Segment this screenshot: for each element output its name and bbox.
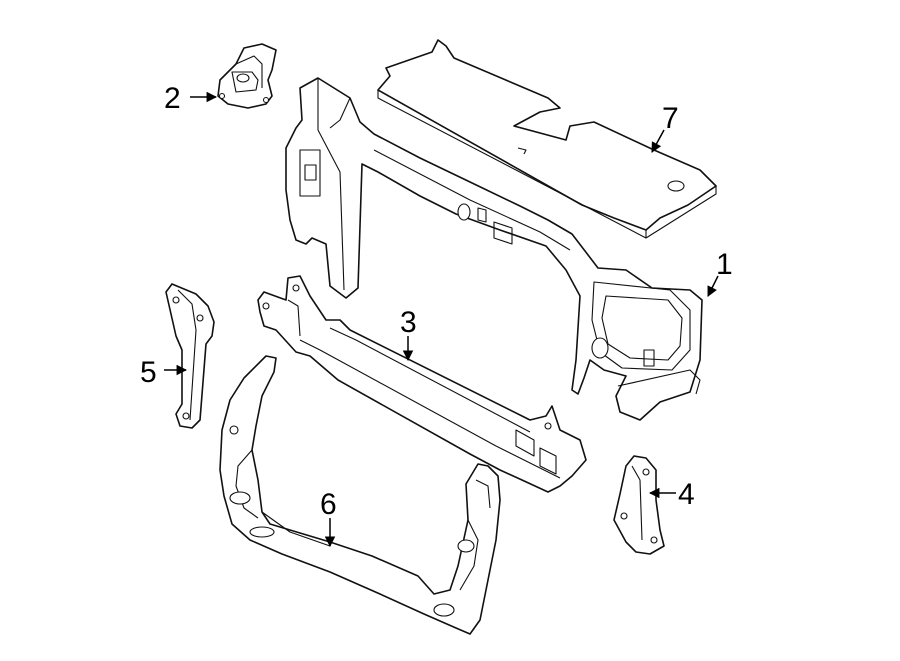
leader-line-1: [707, 275, 719, 297]
upper-mount-bracket: [217, 43, 277, 109]
callout-7: 7: [662, 102, 679, 135]
callout-6: 6: [320, 488, 337, 521]
callout-1: 1: [716, 248, 733, 281]
lower-support-frame: [219, 355, 501, 635]
right-side-bracket: [613, 455, 665, 555]
left-side-bracket: [165, 283, 215, 429]
air-deflector-panel: [377, 39, 717, 239]
callout-5: 5: [140, 356, 157, 389]
lower-tie-bar: [257, 275, 587, 493]
leader-line-7: [651, 129, 665, 153]
callout-3: 3: [400, 306, 417, 339]
callout-2: 2: [164, 82, 181, 115]
callout-4: 4: [678, 478, 695, 511]
radiator-support-frame: [285, 77, 703, 421]
